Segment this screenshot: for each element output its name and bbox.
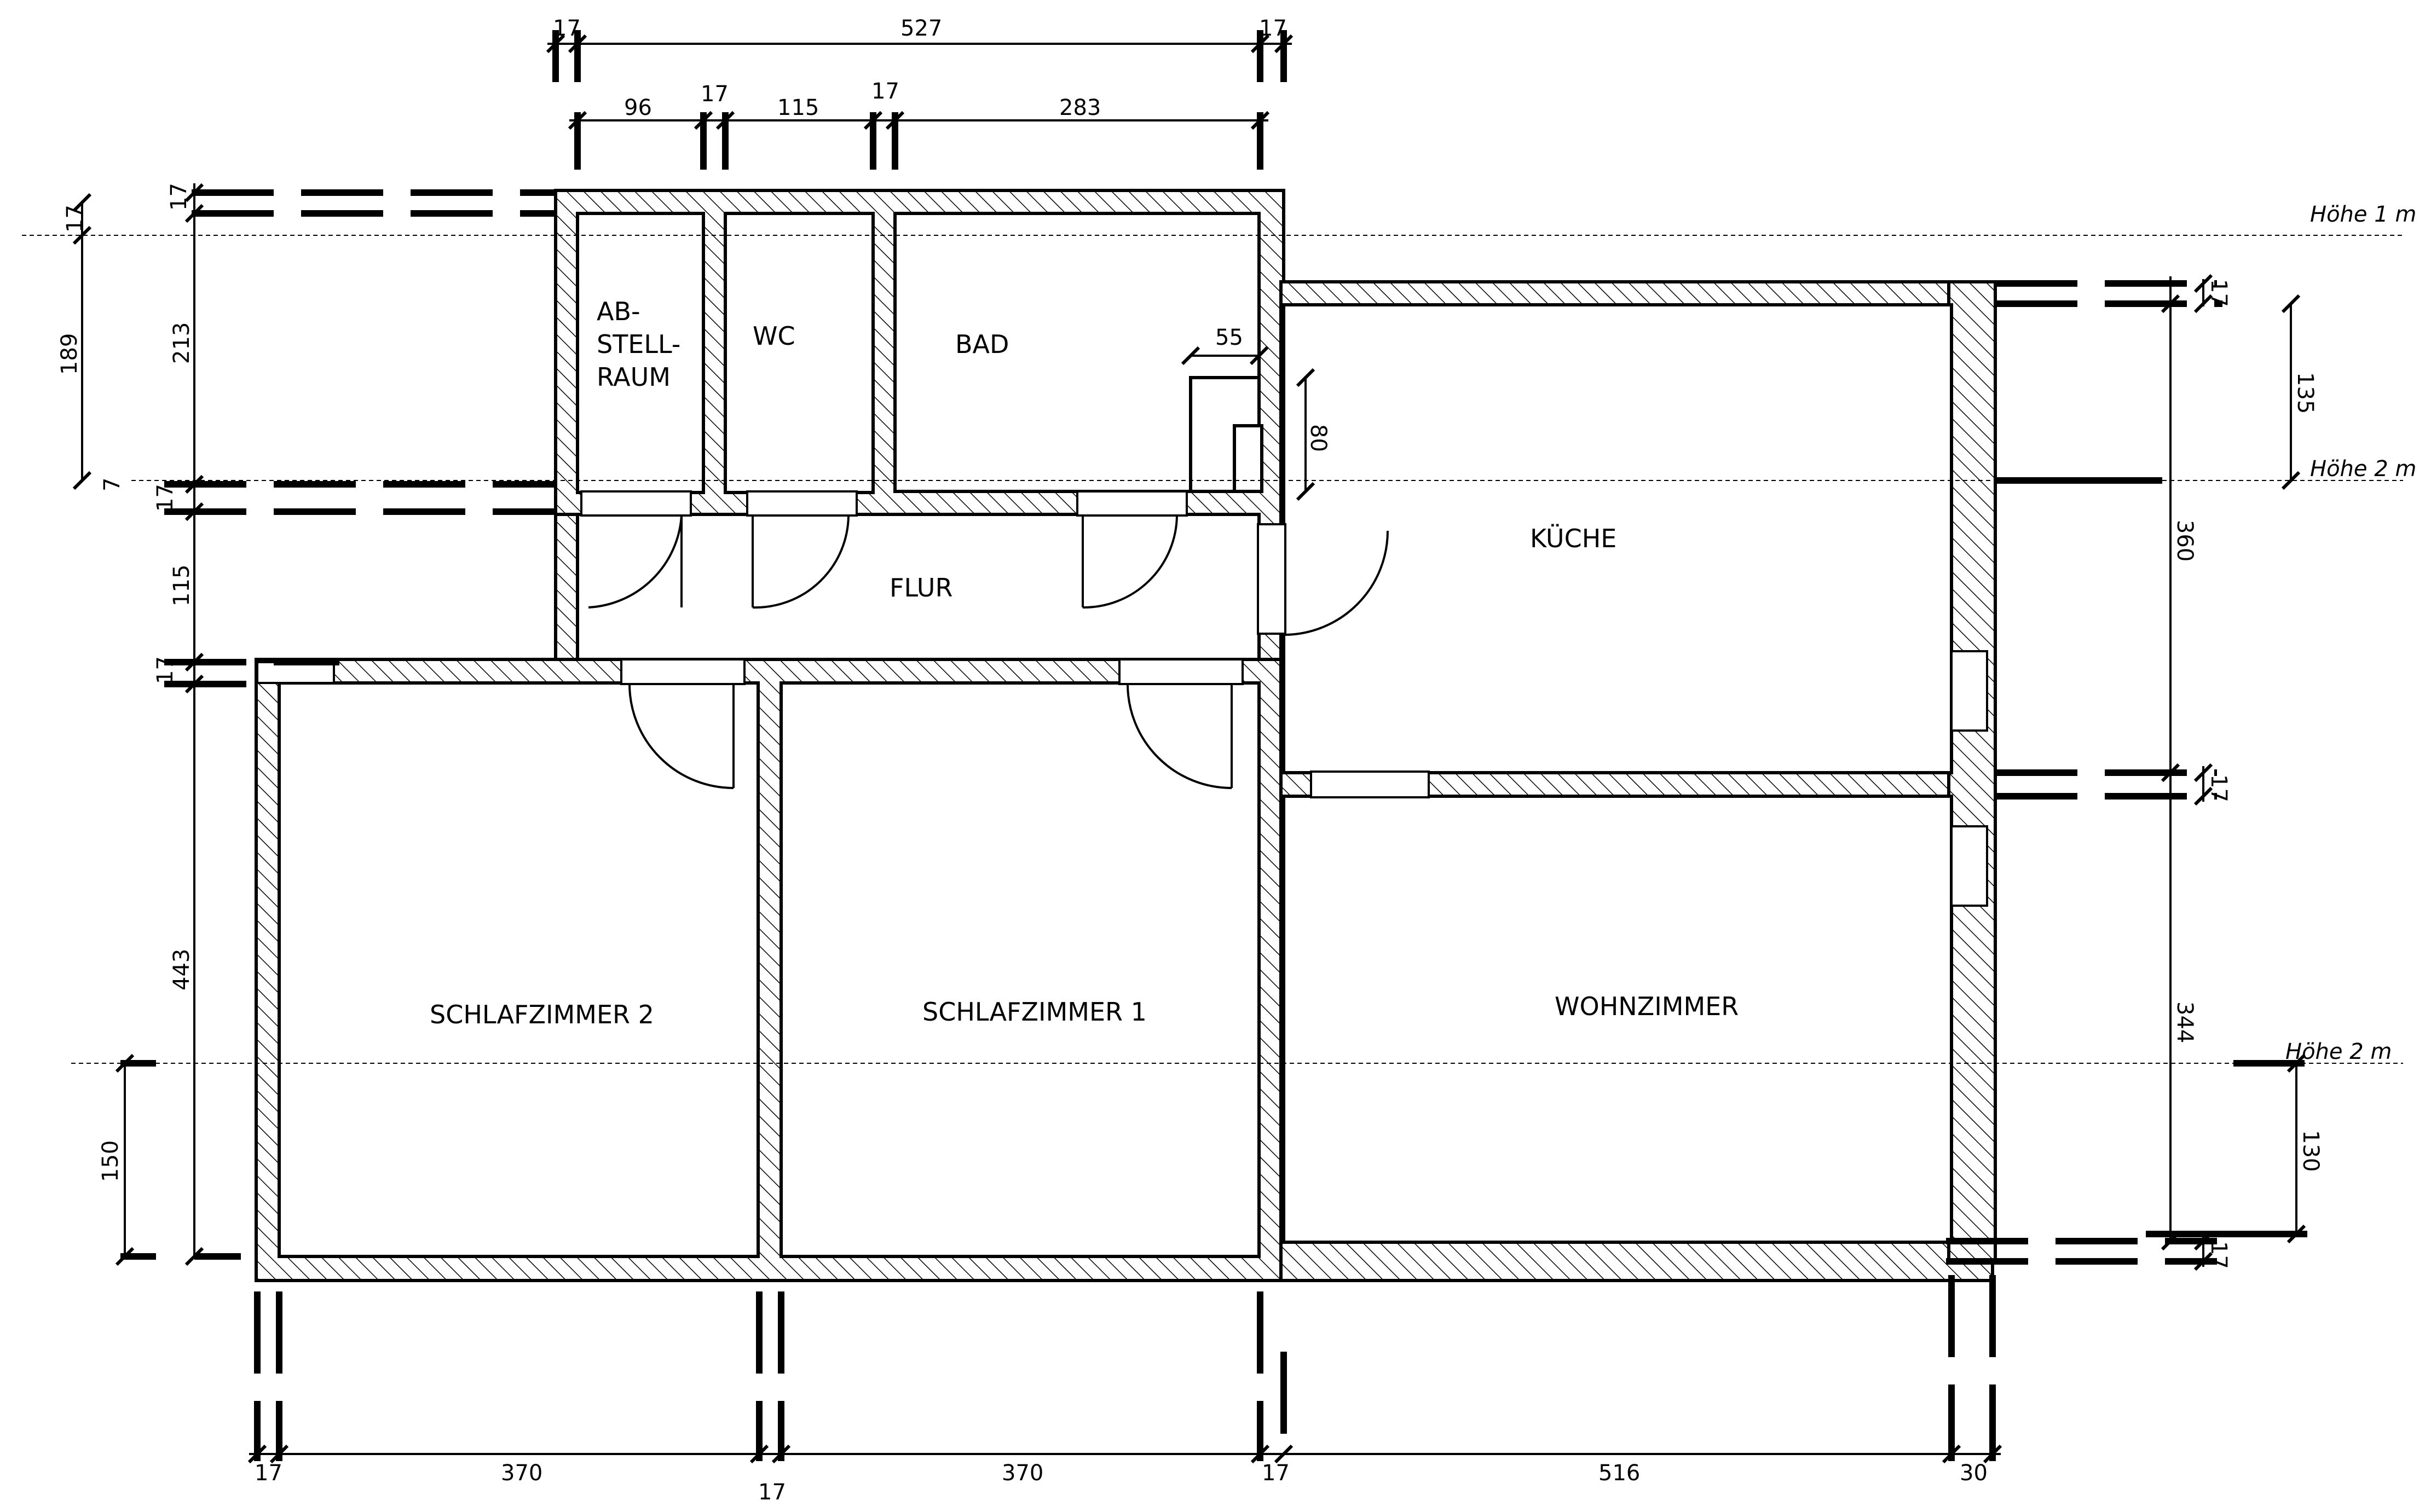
label-wohnzimmer: WOHNZIMMER: [1555, 992, 1739, 1021]
dim-niche-80: 80: [1306, 424, 1331, 452]
dim-left-443: 443: [169, 949, 194, 990]
dim-right-360: 360: [2172, 520, 2197, 561]
door-wc[interactable]: [752, 515, 850, 609]
opening-wc: [746, 490, 858, 517]
dimension-lines: [72, 34, 2306, 1464]
dim-bottom-370-a: 370: [501, 1461, 542, 1486]
dim-bottom-30: 30: [1960, 1461, 1988, 1486]
dim-sub-17-b: 17: [871, 79, 899, 104]
door-bad[interactable]: [1082, 515, 1178, 609]
opening-kueche-wohnzimmer: [1310, 771, 1430, 798]
dim-left-115: 115: [169, 565, 194, 606]
door-schlafzimmer-2[interactable]: [628, 683, 735, 789]
dim-sub-96: 96: [624, 95, 652, 120]
dimension-labels: 17 527 17 96 17 115 17 283 55 80 17 189 …: [57, 16, 2323, 1505]
opening-abstellraum: [580, 490, 692, 517]
wall-exterior-right: [1947, 280, 1997, 1263]
opening-bad: [1076, 490, 1188, 517]
label-wc: WC: [753, 321, 795, 351]
dim-right-17-top: 17: [2206, 279, 2231, 307]
dim-top-17-right: 17: [1259, 16, 1287, 41]
door-kueche[interactable]: [1284, 530, 1389, 636]
openings: [256, 490, 1988, 907]
dim-left-150: 150: [98, 1140, 123, 1182]
dim-bottom-17-b: 17: [758, 1480, 786, 1505]
opening-sz1: [1118, 658, 1244, 685]
label-abstellraum-1: AB-: [597, 297, 640, 326]
dim-left-213: 213: [169, 322, 194, 364]
label-bad: BAD: [955, 329, 1009, 359]
room-wohnzimmer: [1282, 795, 1953, 1244]
walls: [255, 189, 1997, 1282]
opening-flur-left: [256, 661, 335, 684]
dim-top-527: 527: [900, 16, 942, 41]
door-schlafzimmer-1[interactable]: [1127, 683, 1233, 789]
label-abstellraum-3: RAUM: [597, 362, 671, 392]
label-schlafzimmer-1: SCHLAFZIMMER 1: [922, 997, 1147, 1027]
dim-bottom-370-b: 370: [1002, 1461, 1043, 1486]
label-hoehe-2m-top: Höhe 2 m: [2310, 456, 2416, 482]
extension-lines: [120, 30, 2307, 1461]
dim-right-17-mid: 17: [2206, 774, 2231, 802]
doors: [588, 515, 1389, 789]
dim-bottom-17-a: 17: [255, 1461, 282, 1486]
opening-flur-kueche: [1257, 523, 1286, 635]
label-kueche: KÜCHE: [1530, 524, 1616, 553]
room-schlafzimmer-2: [278, 681, 760, 1258]
window-wohnzimmer: [1950, 825, 1988, 907]
dim-right-130: 130: [2298, 1130, 2323, 1172]
label-schlafzimmer-2: SCHLAFZIMMER 2: [430, 1000, 654, 1029]
opening-sz2: [620, 658, 746, 685]
dim-sub-17-a: 17: [701, 82, 729, 107]
dim-left-17-a: 17: [166, 183, 192, 211]
room-schlafzimmer-1: [780, 681, 1261, 1258]
dim-left-17-c: 17: [153, 656, 178, 684]
dim-sub-283: 283: [1059, 95, 1101, 120]
dim-left-189: 189: [57, 333, 82, 375]
label-hoehe-1m: Höhe 1 m: [2310, 202, 2416, 227]
room-bad-niche: [893, 212, 1261, 493]
door-abstellraum[interactable]: [588, 515, 683, 609]
wall-left-corridor-end: [554, 513, 579, 661]
label-abstellraum-2: STELL-: [597, 329, 680, 359]
dim-right-344: 344: [2172, 1001, 2197, 1043]
room-wc: [724, 212, 875, 494]
dim-left-7: 7: [100, 478, 125, 491]
dim-niche-55: 55: [1215, 325, 1243, 350]
room-abstellraum: [576, 212, 705, 494]
dim-right-135: 135: [2293, 372, 2318, 414]
window-kueche: [1950, 650, 1988, 732]
shaft: [1233, 424, 1263, 493]
room-kueche: [1282, 303, 1953, 774]
dim-left-17-b: 17: [153, 484, 178, 512]
dim-left-17-top: 17: [62, 205, 88, 233]
label-flur: FLUR: [890, 573, 952, 603]
dim-sub-115: 115: [777, 95, 819, 120]
dim-right-17-bottom: 17: [2206, 1241, 2231, 1269]
dim-top-17-left: 17: [553, 16, 581, 41]
room-labels: AB- STELL- RAUM WC BAD FLUR KÜCHE SCHLAF…: [430, 297, 1739, 1029]
dim-bottom-516: 516: [1598, 1461, 1640, 1486]
dim-bottom-17-c: 17: [1262, 1461, 1290, 1486]
